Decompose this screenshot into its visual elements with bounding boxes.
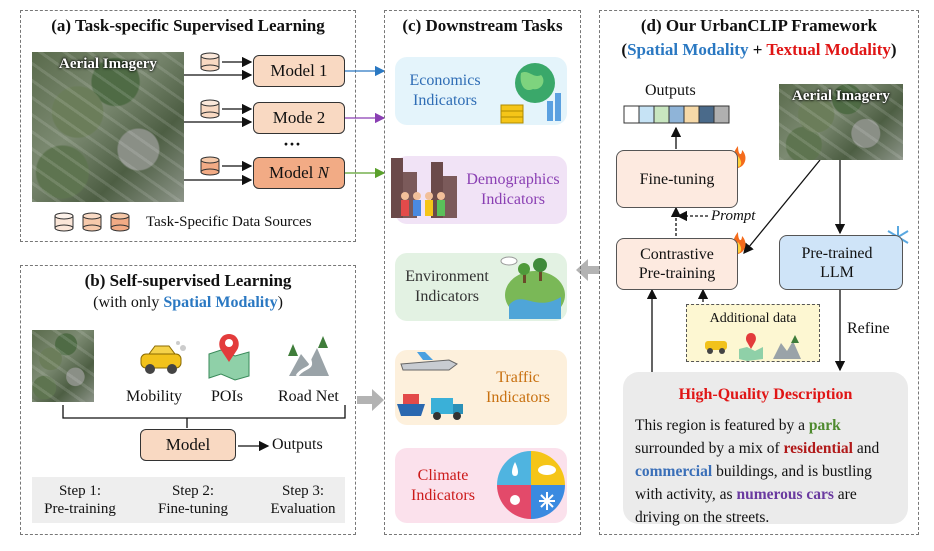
description-segment-0: This region is featured by a xyxy=(635,417,809,434)
model-n-index: N xyxy=(317,163,329,182)
panel-b-model-box: Model xyxy=(140,429,236,461)
subtitle-spatial: Spatial Modality xyxy=(163,294,278,311)
contrastive-box: Contrastive Pre-training xyxy=(616,238,738,290)
hq-description-title: High-Quality Description xyxy=(678,386,853,403)
model-2-box: Mode 2 xyxy=(253,102,345,134)
description-segment-3: residential xyxy=(783,440,853,457)
sub-open: ( xyxy=(621,40,628,59)
panel-d xyxy=(599,10,919,535)
description-segment-5: commercial xyxy=(635,463,713,480)
panel-d-subtitle: (Spatial Modality + Textual Modality) xyxy=(599,40,919,60)
panel-c xyxy=(384,10,581,535)
finetune-box: Fine-tuning xyxy=(616,150,738,208)
subtitle-post: ) xyxy=(277,294,283,311)
description-box: High-Quality Description This region is … xyxy=(623,372,908,526)
task-economics: Economics Indicators xyxy=(395,57,567,125)
task-traffic: Traffic Indicators xyxy=(395,350,567,425)
model-1-box: Model 1 xyxy=(253,55,345,87)
task-climate: Climate Indicators xyxy=(395,448,567,523)
outputs-vector xyxy=(623,105,730,124)
source-label-mobility: Mobility xyxy=(126,388,183,405)
finetune-label: Fine-tuning xyxy=(639,170,715,188)
description-segment-4: and xyxy=(852,440,880,457)
demographics-icon xyxy=(391,158,457,218)
flow-arrows xyxy=(357,259,600,411)
panel-a-title: (a) Task-specific Supervised Learning xyxy=(51,16,325,35)
database-icon-1 xyxy=(200,52,220,72)
task-traffic-label: Traffic Indicators xyxy=(486,368,550,406)
panel-d-aerial-label: Aerial Imagery xyxy=(792,88,890,104)
panel-d-outputs-label: Outputs xyxy=(645,82,696,99)
legend-database-icons xyxy=(54,212,130,232)
additional-data-icons xyxy=(705,333,801,361)
task-environment-label: Environment Indicators xyxy=(405,268,489,305)
sub-plus: + xyxy=(748,40,767,59)
description-segment-7: numerous cars xyxy=(736,486,834,503)
model-n-box: Model N xyxy=(253,157,345,189)
hq-description-text: This region is featured by a park surrou… xyxy=(635,414,898,529)
panel-d-title: (d) Our UrbanCLIP Framework xyxy=(640,16,878,35)
description-segment-6: buildings, and is bustling with activity… xyxy=(635,463,872,503)
step-3: Step 3: Evaluation xyxy=(270,483,336,517)
model-2-label: Mode 2 xyxy=(272,108,326,127)
additional-data-box: Additional data xyxy=(686,304,820,362)
panel-d-aerial-image: Aerial Imagery xyxy=(779,84,903,160)
source-label-pois: POIs xyxy=(211,388,244,405)
environment-icon xyxy=(500,256,565,319)
llm-box: Pre-trained LLM xyxy=(779,235,903,290)
climate-icon xyxy=(497,451,565,519)
sub-close: ) xyxy=(890,40,897,59)
panel-b-title: (b) Self-supervised Learning xyxy=(84,271,292,290)
sub-textual: Textual Modality xyxy=(766,40,891,59)
economics-icon xyxy=(500,63,561,124)
step-1: Step 1: Pre-training xyxy=(44,483,116,517)
panel-b-subtitle: (with only Spatial Modality) xyxy=(20,294,356,312)
task-climate-label: Climate Indicators xyxy=(411,466,475,504)
database-icon-2 xyxy=(200,99,220,119)
subtitle-pre: (with only xyxy=(93,294,164,311)
data-sources-label: Task-Specific Data Sources xyxy=(146,214,312,230)
task-demographics: Demographics Indicators xyxy=(391,156,567,224)
aerial-image-label: Aerial Imagery xyxy=(59,56,157,72)
mobility-icon xyxy=(137,338,187,378)
sub-spatial: Spatial Modality xyxy=(627,40,749,59)
panel-c-title: (c) Downstream Tasks xyxy=(402,16,563,35)
task-demographics-label: Demographics Indicators xyxy=(466,171,560,208)
contrastive-label: Contrastive Pre-training xyxy=(638,246,716,282)
traffic-icon xyxy=(397,352,463,420)
steps-bar xyxy=(32,477,345,523)
refine-label: Refine xyxy=(847,320,890,337)
description-segment-8: are driving on the streets. xyxy=(635,486,857,526)
panel-b-model-label: Model xyxy=(165,435,211,454)
model-n-label: Model N xyxy=(269,163,329,182)
prompt-label: Prompt xyxy=(711,208,756,224)
panel-b xyxy=(20,265,356,535)
output-cell xyxy=(713,105,730,124)
database-icon-n xyxy=(200,156,220,176)
model-1-label: Model 1 xyxy=(270,61,328,80)
panel-a-aerial-image: Aerial Imagery xyxy=(32,52,184,202)
source-label-roadnet: Road Net xyxy=(278,388,339,405)
panel-b-aerial-image xyxy=(32,330,94,402)
panel-b-outputs-label: Outputs xyxy=(272,436,323,453)
task-economics-label: Economics Indicators xyxy=(409,72,481,109)
poi-map-icon xyxy=(207,332,251,381)
panel-a xyxy=(20,10,356,242)
road-net-icon xyxy=(285,334,331,378)
description-segment-2: surrounded by a mix of xyxy=(635,440,784,457)
description-segment-1: park xyxy=(808,417,841,434)
additional-data-label: Additional data xyxy=(709,311,797,326)
llm-label: Pre-trained LLM xyxy=(801,244,873,281)
step-2: Step 2: Fine-tuning xyxy=(158,483,228,517)
ellipsis: ··· xyxy=(283,134,302,154)
task-environment: Environment Indicators xyxy=(395,253,567,321)
